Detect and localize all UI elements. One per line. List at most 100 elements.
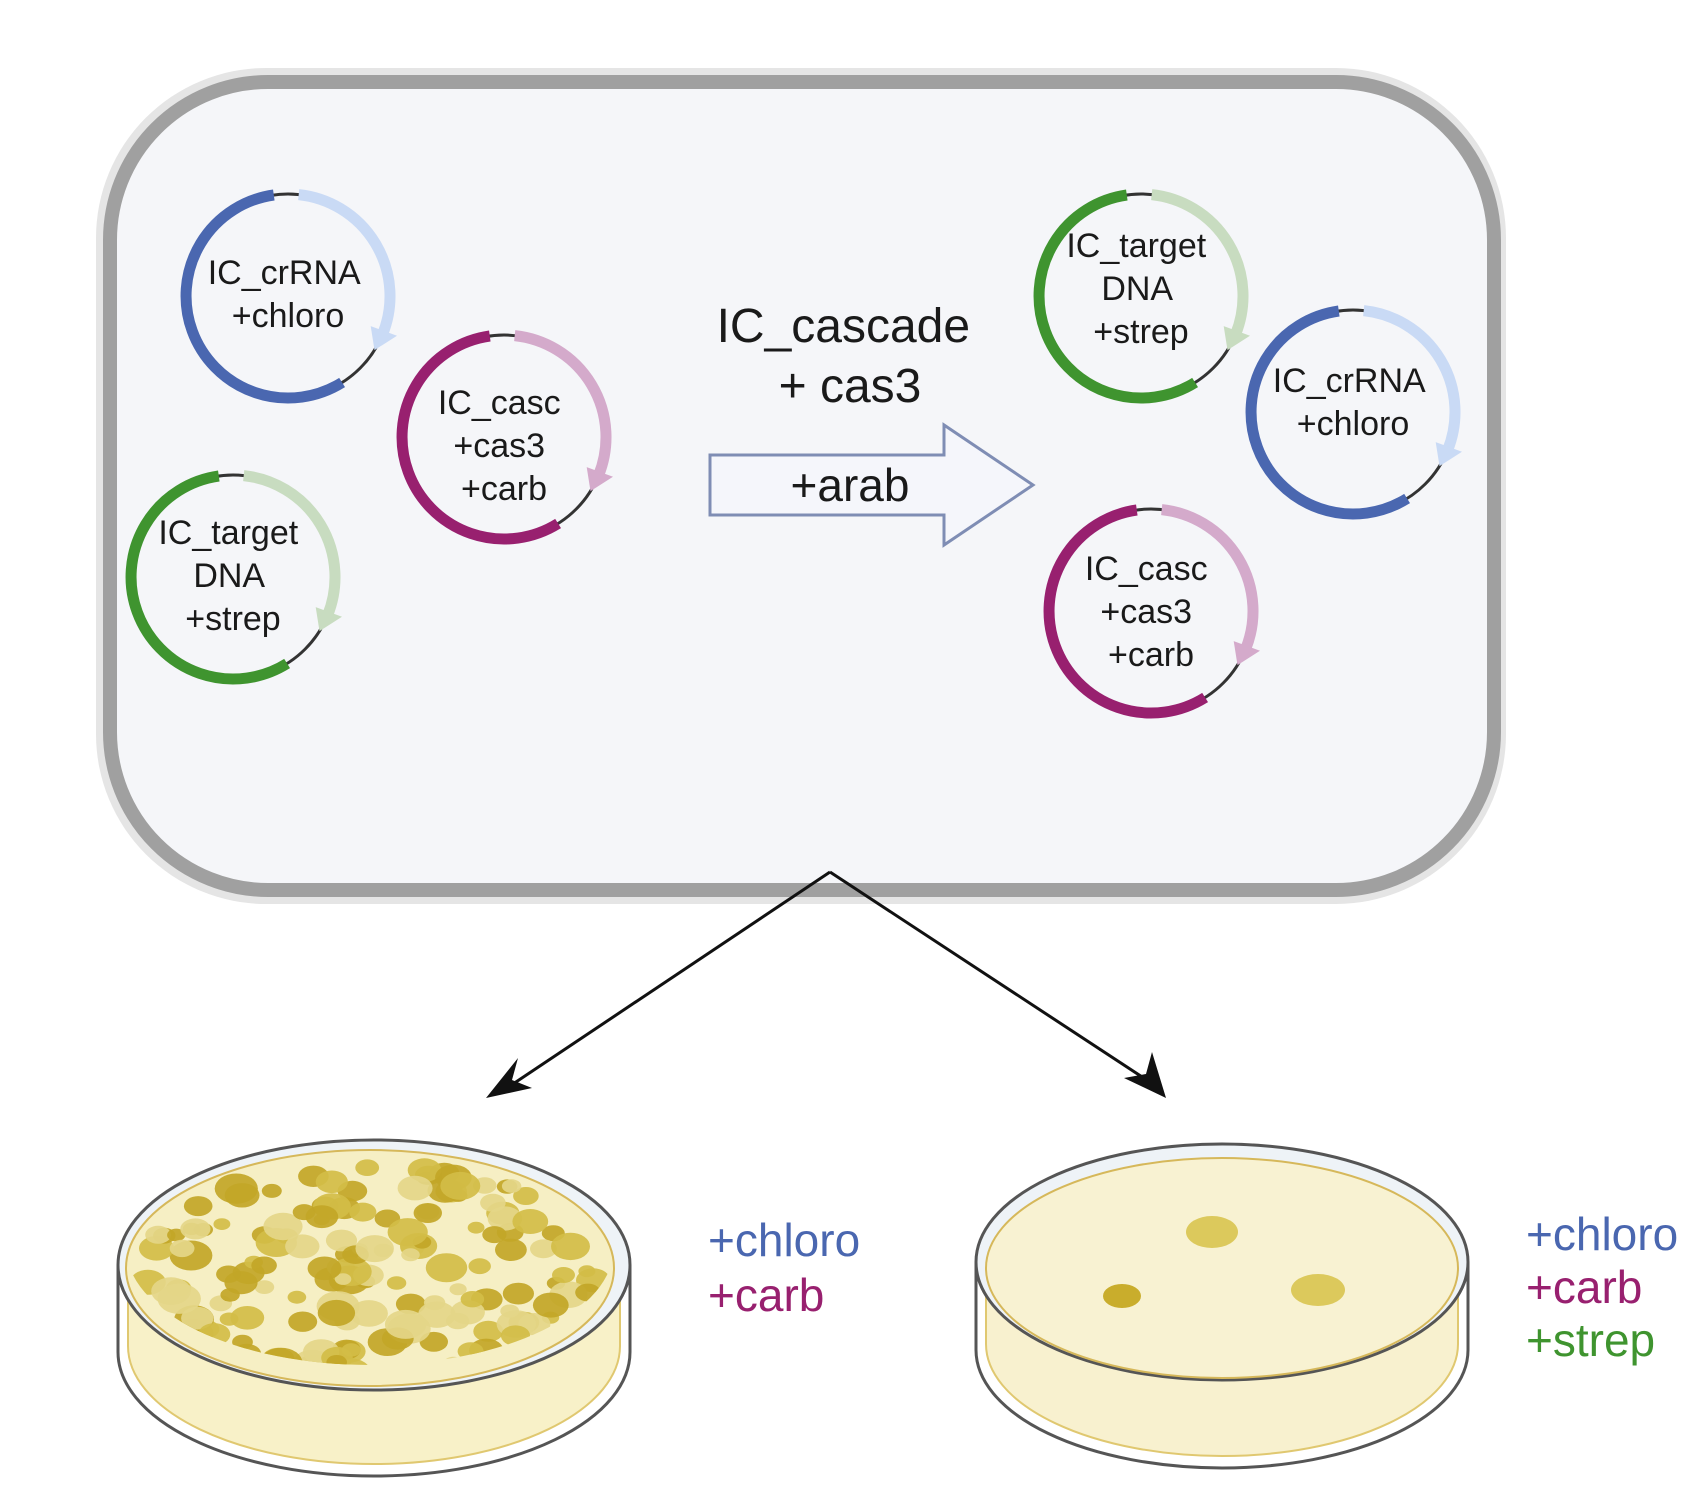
colony [254,1280,275,1294]
colony [167,1228,186,1242]
plasmid-label-line: +chloro [232,297,344,335]
plasmid-crrna-before: IC_crRNA +chloro [180,189,397,404]
colony [317,1299,356,1327]
colony [467,1221,485,1234]
cascade-label-line2: + cas3 [779,360,922,413]
plasmid-marker-arc [1033,189,1199,404]
plasmid-gene-arrowhead-icon [586,467,613,492]
plasmid-label-line: +carb [461,470,547,508]
colony [449,1283,467,1296]
colony [315,1170,348,1194]
colony [413,1203,442,1223]
plasmid-label-line: DNA [193,557,265,595]
colony [473,1320,504,1342]
plasmid-label-line: +carb [1108,636,1194,674]
antibiotic-chloro-right: +chloro [1526,1208,1678,1260]
colony [495,1238,527,1262]
plasmid-marker-arc [1245,305,1411,520]
plasmid-label-line: IC_crRNA [208,254,361,292]
plasmid-cascade-before: IC_casc +cas3 +carb [396,330,613,545]
cascade-label-line1: IC_cascade [717,300,970,353]
plasmid-marker-arc [180,189,346,404]
colony [183,1196,213,1217]
plate-left [116,1138,632,1478]
colony [578,1265,596,1278]
colony [502,1282,534,1305]
plasmid-gene-arc [298,189,396,337]
svg-text:IC_casc +cas3: IC_casc +cas3 +carb [438,384,570,508]
plasmid-gene-arc [514,330,612,478]
plasmid-target-after: IC_target DNA +strep [1033,189,1250,404]
colony [552,1267,575,1283]
induction-arrow [708,422,1036,548]
plasmid-crrna-after: IC_crRNA +chloro [1245,305,1462,520]
colony [261,1183,282,1198]
plasmid-label-line: +cas3 [1100,593,1192,631]
plasmid-label-line: IC_crRNA [1273,362,1426,400]
colony [145,1225,172,1244]
plasmid-gene-arrowhead-icon [370,326,397,351]
colony [349,1202,377,1222]
plasmid-marker-arc [125,470,291,685]
split-arrow-left [502,870,831,1092]
colony [181,1306,214,1330]
plasmid-marker-arc [396,330,562,545]
colony [500,1304,520,1318]
colony [251,1256,277,1275]
plasmid-label-line: +chloro [1297,405,1409,443]
colony [482,1226,507,1244]
antibiotic-strep-right: +strep [1526,1314,1655,1366]
arrowhead-left-icon [486,1058,532,1098]
colony [513,1187,539,1205]
plasmid-gene-arc [1151,189,1249,337]
plate-right-agar [985,1157,1459,1379]
plasmid-label-line: DNA [1101,270,1173,308]
colony [169,1239,195,1258]
colony [157,1283,201,1314]
plasmid-label-line: IC_target [1066,227,1206,265]
colony [401,1248,420,1262]
colony [530,1239,557,1259]
colony [263,1212,303,1241]
colony [230,1306,265,1330]
svg-text:IC_target DNA: IC_target DNA +strep [158,514,307,638]
antibiotic-carb-right: +carb [1526,1261,1642,1313]
plasmid-label-line: IC_casc [1085,550,1208,588]
colony [1186,1216,1238,1248]
plate-right-antibiotics: +chloro +carb +strep [1526,1208,1691,1366]
colony [355,1159,380,1176]
plasmid-label-line: +strep [185,600,280,638]
plasmid-label-line: +cas3 [453,427,545,465]
plasmid-gene-arrowhead-icon [1223,326,1250,351]
plasmid-label-line: IC_target [158,514,298,552]
plasmid-gene-arrowhead-icon [315,607,342,632]
colony [551,1232,590,1261]
plasmid-gene-arrowhead-icon [1435,442,1462,467]
colony [425,1253,468,1283]
plasmid-target-before: IC_target DNA +strep [125,470,342,685]
colony [512,1209,549,1234]
plasmid-gene-arc [1161,504,1259,652]
colony [285,1234,320,1259]
svg-text:IC_crRNA +chloro: IC_crRNA +chloro [208,254,369,335]
antibiotic-chloro-left: +chloro [708,1214,860,1266]
plate-right [974,1142,1470,1470]
svg-text:IC_target DNA: IC_target DNA +strep [1066,227,1215,351]
colony [386,1276,407,1290]
plasmid-marker-arc [1043,504,1209,719]
colony [305,1205,339,1229]
colony [334,1273,352,1285]
colony [288,1311,318,1332]
colony [326,1355,348,1365]
antibiotic-carb-left: +carb [708,1269,824,1321]
cascade-label: IC_cascade + cas3 [717,300,984,413]
colony [214,1173,258,1204]
colony [287,1290,307,1304]
plasmid-label-line: +strep [1093,313,1188,351]
colony [397,1175,433,1201]
arrowhead-right-icon [1124,1052,1166,1098]
colony [418,1301,456,1328]
colony [325,1229,358,1252]
